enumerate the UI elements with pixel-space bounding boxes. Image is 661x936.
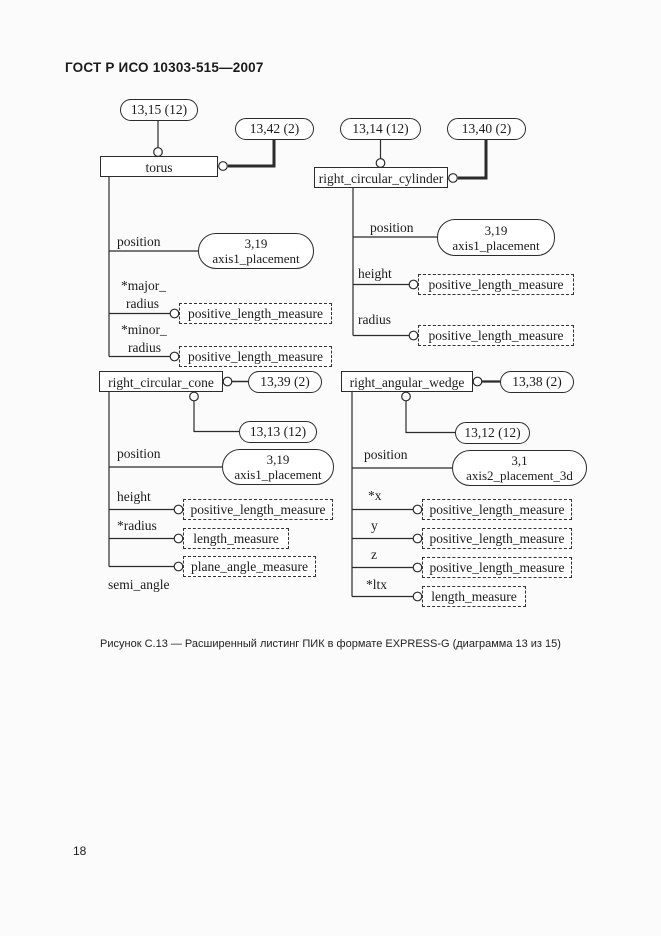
torus-minor-radius-label: *minor_ radius xyxy=(121,321,167,357)
page-ref-oval-13-39: 13,39 (2) xyxy=(248,371,322,393)
page-ref-oval-13-42: 13,42 (2) xyxy=(235,118,314,140)
wedge-bottom-connector-circle xyxy=(401,391,411,402)
torus-position-target-oval: 3,19 axis1_placement xyxy=(198,233,314,269)
wedge-position-target-oval: 3,1 axis2_placement_3d xyxy=(452,450,587,486)
oval-page-ref: 3,19 xyxy=(244,236,268,251)
cone-position-label: position xyxy=(117,446,161,461)
cone-semi-angle-label: semi_angle xyxy=(108,577,170,592)
wedge-y-type-box: positive_length_measure xyxy=(422,528,572,549)
cone-semiangle-optional-circle xyxy=(173,561,184,572)
torus-minor-optional-circle xyxy=(169,351,180,362)
page-ref-oval-13-38: 13,38 (2) xyxy=(500,371,574,393)
oval-type-name: axis1_placement xyxy=(234,467,322,482)
cone-radius-optional-circle xyxy=(173,533,184,544)
page-ref-oval-13-12: 13,12 (12) xyxy=(455,422,530,444)
cylinder-right-connector-circle xyxy=(448,173,458,183)
oval-type-name: axis1_placement xyxy=(452,237,540,253)
cone-height-type-box: positive_length_measure xyxy=(183,499,333,520)
wedge-y-label: y xyxy=(371,518,378,533)
cylinder-radius-label: radius xyxy=(358,312,391,327)
cylinder-height-optional-circle xyxy=(408,279,419,290)
wedge-z-type-box: positive_length_measure xyxy=(422,557,572,578)
wedge-x-optional-circle xyxy=(412,504,423,515)
wedge-ltx-label: *ltx xyxy=(366,577,388,592)
entity-torus: torus xyxy=(100,156,218,177)
figure-caption: Рисунок С.13 — Расширенный листинг ПИК в… xyxy=(100,638,561,650)
label-line-1: *major_ xyxy=(121,278,166,293)
page-ref-oval-13-14: 13,14 (12) xyxy=(340,118,421,140)
oval-page-ref: 3,19 xyxy=(484,222,508,238)
wedge-ltx-type-box: length_measure xyxy=(422,586,526,607)
cone-radius-type-box: length_measure xyxy=(183,528,289,549)
torus-major-radius-type-box: positive_length_measure xyxy=(179,303,332,324)
cone-radius-label: *radius xyxy=(117,518,157,533)
oval-page-ref: 3,1 xyxy=(511,453,528,468)
oval-type-name: axis2_placement_3d xyxy=(466,468,573,483)
torus-position-label: position xyxy=(117,234,161,249)
wedge-z-label: z xyxy=(371,547,377,562)
label-line-2: radius xyxy=(128,340,161,355)
cylinder-radius-optional-circle xyxy=(408,330,419,341)
cone-bottom-connector-circle xyxy=(189,391,199,402)
torus-minor-radius-type-box: positive_length_measure xyxy=(179,346,332,367)
oval-type-name: axis1_placement xyxy=(212,251,300,266)
entity-right-circular-cylinder: right_circular_cylinder xyxy=(314,167,448,188)
wedge-x-type-box: positive_length_measure xyxy=(422,499,572,520)
entity-right-angular-wedge: right_angular_wedge xyxy=(341,371,473,392)
torus-major-radius-label: *major_ radius xyxy=(121,277,166,313)
torus-major-optional-circle xyxy=(169,308,180,319)
wedge-x-label: *x xyxy=(368,488,382,503)
torus-right-connector-circle xyxy=(218,161,228,171)
wedge-ltx-optional-circle xyxy=(412,591,423,602)
page-number: 18 xyxy=(73,844,87,858)
wedge-position-label: position xyxy=(364,447,408,462)
page-ref-oval-13-40: 13,40 (2) xyxy=(447,118,526,140)
wedge-z-optional-circle xyxy=(412,562,423,573)
cylinder-height-type-box: positive_length_measure xyxy=(418,274,574,295)
entity-right-circular-cone: right_circular_cone xyxy=(99,371,223,392)
wedge-right-connector-circle xyxy=(472,376,483,387)
cone-semi-angle-type-box: plane_angle_measure xyxy=(183,556,316,577)
document-header: ГОСТ Р ИСО 10303-515—2007 xyxy=(65,60,264,75)
cylinder-position-label: position xyxy=(370,220,414,235)
cylinder-radius-type-box: positive_length_measure xyxy=(418,325,574,346)
cone-height-optional-circle xyxy=(173,504,184,515)
cylinder-position-target-oval: 3,19 axis1_placement xyxy=(437,219,555,256)
cylinder-height-label: height xyxy=(358,266,392,281)
cone-height-label: height xyxy=(117,489,151,504)
label-line-1: *minor_ xyxy=(121,322,167,337)
cone-position-target-oval: 3,19 axis1_placement xyxy=(222,449,334,485)
cone-right-connector-circle xyxy=(222,376,233,387)
oval-page-ref: 3,19 xyxy=(266,452,290,467)
torus-top-connector-circle xyxy=(153,147,163,157)
page-ref-oval-13-15: 13,15 (12) xyxy=(120,99,198,121)
page-ref-oval-13-13: 13,13 (12) xyxy=(239,421,317,443)
wedge-y-optional-circle xyxy=(412,533,423,544)
label-line-2: radius xyxy=(126,296,159,311)
cylinder-top-connector-circle xyxy=(375,158,386,168)
